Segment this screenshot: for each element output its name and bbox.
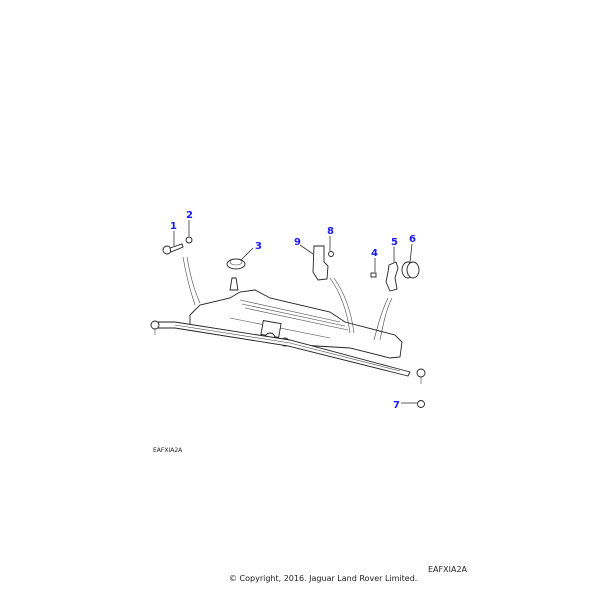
steering-rack-assembly xyxy=(150,256,426,384)
part-1-bolt xyxy=(162,243,184,255)
part-3-bush xyxy=(226,258,246,270)
leader-lines xyxy=(173,220,417,404)
callout-2[interactable]: 2 xyxy=(186,210,193,221)
illustration-code: EAFXIA2A xyxy=(428,565,468,574)
callout-6[interactable]: 6 xyxy=(409,234,416,245)
callout-8[interactable]: 8 xyxy=(327,226,334,237)
copyright-notice: © Copyright, 2016. Jaguar Land Rover Lim… xyxy=(229,574,418,583)
callout-7[interactable]: 7 xyxy=(393,400,400,411)
part-7-nut xyxy=(417,400,425,408)
callout-4[interactable]: 4 xyxy=(371,248,378,259)
illustration-code-small: EAFXIA2A xyxy=(153,447,183,454)
part-2-washer xyxy=(185,236,193,244)
part-5-clamp xyxy=(385,261,399,292)
part-9-clamp xyxy=(312,245,329,281)
callout-3[interactable]: 3 xyxy=(255,241,262,252)
part-4-screw xyxy=(370,272,377,278)
callout-9[interactable]: 9 xyxy=(294,237,301,248)
part-8-screw xyxy=(328,251,334,257)
part-6-bush xyxy=(401,261,420,279)
callout-1[interactable]: 1 xyxy=(170,221,177,232)
callout-5[interactable]: 5 xyxy=(391,237,398,248)
